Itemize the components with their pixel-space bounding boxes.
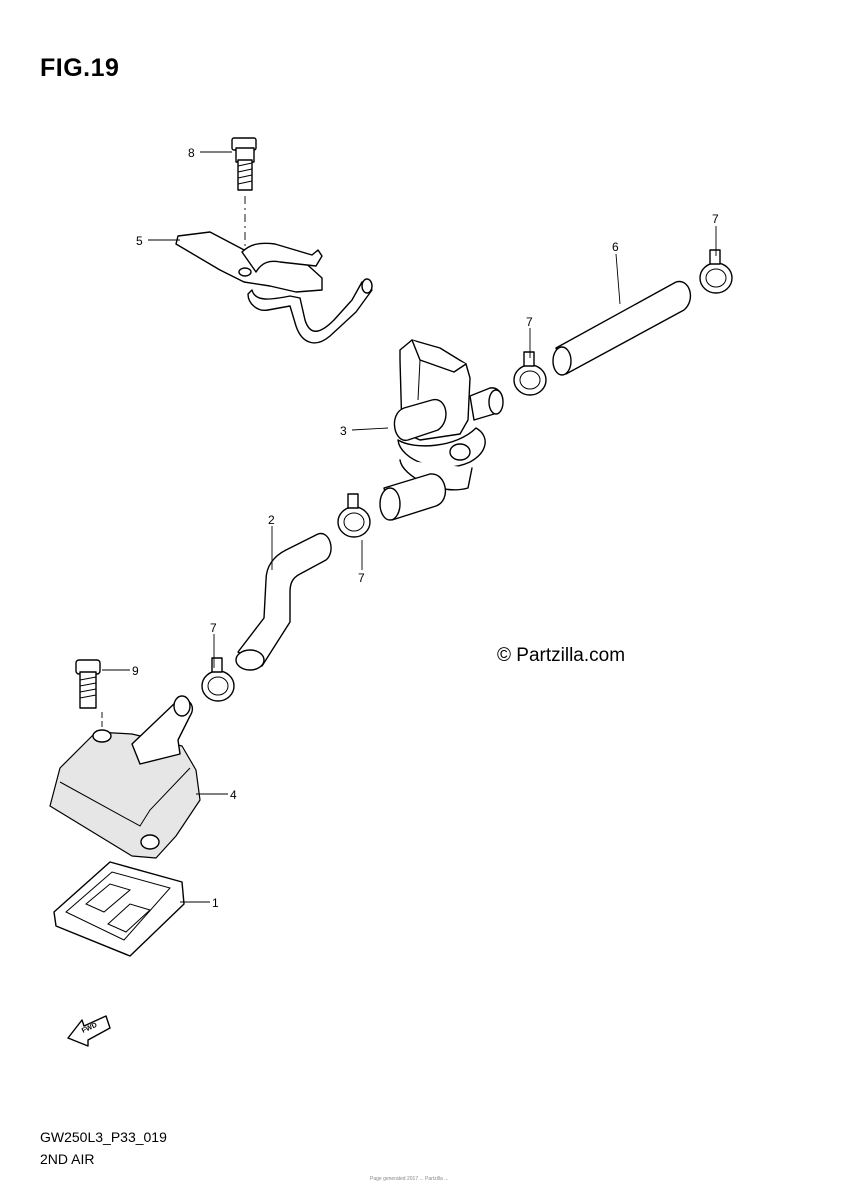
diagram-code: GW250L3_P33_019 bbox=[40, 1129, 167, 1145]
callout-1: 1 bbox=[212, 896, 219, 910]
part-7-clamp-middle[interactable] bbox=[337, 493, 371, 538]
diagram-caption: 2ND AIR bbox=[40, 1151, 95, 1167]
callout-7a: 7 bbox=[712, 212, 719, 226]
figure-title: FIG.19 bbox=[40, 54, 120, 82]
callout-7d: 7 bbox=[210, 621, 217, 635]
footnote: Page generated 2017 ... Partzilla ... bbox=[370, 1176, 449, 1182]
part-8-bolt[interactable] bbox=[231, 137, 257, 272]
part-7-clamp-lower[interactable] bbox=[201, 657, 235, 702]
part-7-clamp-right[interactable] bbox=[699, 249, 733, 294]
part-3-valve[interactable] bbox=[379, 339, 504, 521]
part-4-cover[interactable] bbox=[49, 695, 201, 859]
callout-2: 2 bbox=[268, 513, 275, 527]
part-2-hose[interactable] bbox=[235, 532, 332, 671]
callout-8: 8 bbox=[188, 146, 195, 160]
part-6-hose[interactable] bbox=[552, 280, 692, 376]
part-1-gasket[interactable] bbox=[53, 861, 185, 957]
callout-7c: 7 bbox=[358, 571, 365, 585]
callout-3: 3 bbox=[340, 424, 347, 438]
part-7-clamp-upper[interactable] bbox=[513, 351, 547, 396]
callout-6: 6 bbox=[612, 240, 619, 254]
fwd-arrow-icon: FWD bbox=[67, 1015, 111, 1047]
callout-7b: 7 bbox=[526, 315, 533, 329]
callout-4: 4 bbox=[230, 788, 237, 802]
callout-5: 5 bbox=[136, 234, 143, 248]
part-9-bolt[interactable] bbox=[75, 659, 103, 732]
copyright-notice: © Partzilla.com bbox=[497, 645, 626, 666]
callout-9: 9 bbox=[132, 664, 139, 678]
part-5-bracket-pipe[interactable] bbox=[175, 231, 373, 344]
